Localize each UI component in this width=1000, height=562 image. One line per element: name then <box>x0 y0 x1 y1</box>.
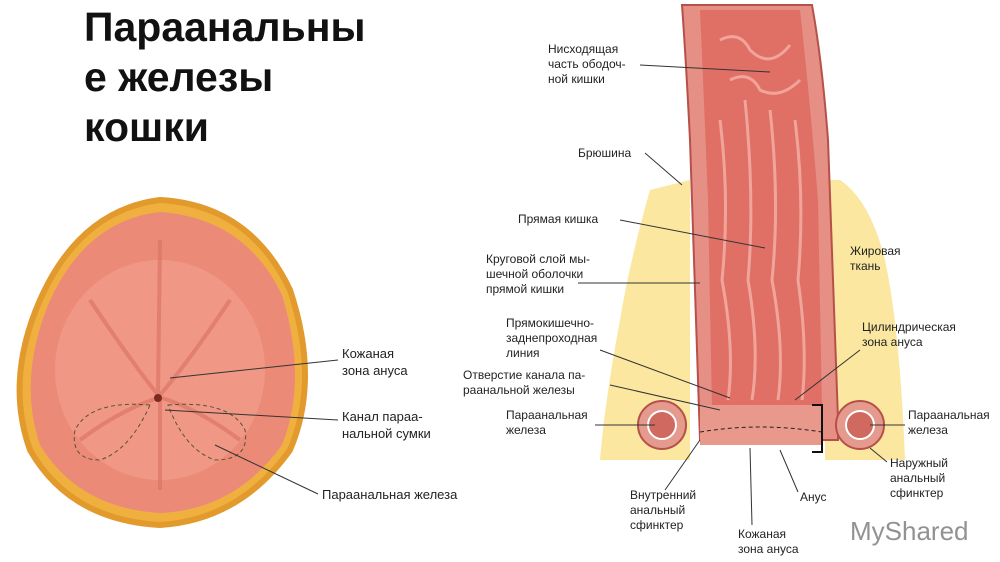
label-line: Отверстие канала па- <box>463 368 586 382</box>
label-line: железа <box>506 423 546 437</box>
label-gland: Параанальная железа <box>322 487 458 502</box>
label-line: зона ануса <box>862 335 923 349</box>
label-line: Цилиндрическая <box>862 320 956 334</box>
label-line: Внутренний <box>630 488 697 502</box>
label-line: Кожаная <box>342 346 395 361</box>
label-rectum: Прямая кишка <box>518 212 599 226</box>
page-title: Параанальны е железы кошки <box>84 2 414 152</box>
rectum-cross-section <box>578 4 905 526</box>
label-line: Кожаная <box>738 527 787 541</box>
label-line: Канал параа- <box>342 409 423 424</box>
label-line: Жировая <box>850 244 901 258</box>
label-sac-canal: Канал параа-нальной сумки <box>342 408 431 442</box>
label-line: Параанальная <box>908 408 990 422</box>
label-line: зона ануса <box>342 363 408 378</box>
label-line: Наружный <box>890 456 948 470</box>
label-line: Параанальная <box>506 408 588 422</box>
label-line: сфинктер <box>630 518 684 532</box>
title-line: е железы <box>84 54 274 100</box>
label-line: сфинктер <box>890 486 944 500</box>
label-peritoneum: Брюшина <box>578 146 632 160</box>
label-line: железа <box>908 423 948 437</box>
label-line: анальный <box>630 503 686 517</box>
label-line: шечной оболочки <box>486 267 584 281</box>
title-line: кошки <box>84 104 209 150</box>
label-line: ткань <box>850 259 881 273</box>
label-line: линия <box>506 346 540 360</box>
title-line: Параанальны <box>84 4 366 50</box>
label-line: Нисходящая <box>548 42 619 56</box>
label-anus: Анус <box>800 490 827 504</box>
label-line: ной кишки <box>548 72 605 86</box>
label-line: заднепроходная <box>506 331 598 345</box>
label-line: зона ануса <box>738 542 799 556</box>
label-line: нальной сумки <box>342 426 431 441</box>
label-line: Прямокишечно- <box>506 316 594 330</box>
label-line: часть ободоч- <box>548 57 626 71</box>
label-line: анальный <box>890 471 946 485</box>
label-line: прямой кишки <box>486 282 565 296</box>
label-line: раанальной железы <box>463 383 575 397</box>
label-line: Круговой слой мы- <box>486 252 590 266</box>
label-canal-opening: Отверстие канала па-раанальной железы <box>463 368 585 398</box>
watermark-logo: MyShared <box>850 516 969 546</box>
label-skin-zone: Кожаная зона ануса <box>342 345 408 379</box>
anus-external-view <box>16 196 339 529</box>
